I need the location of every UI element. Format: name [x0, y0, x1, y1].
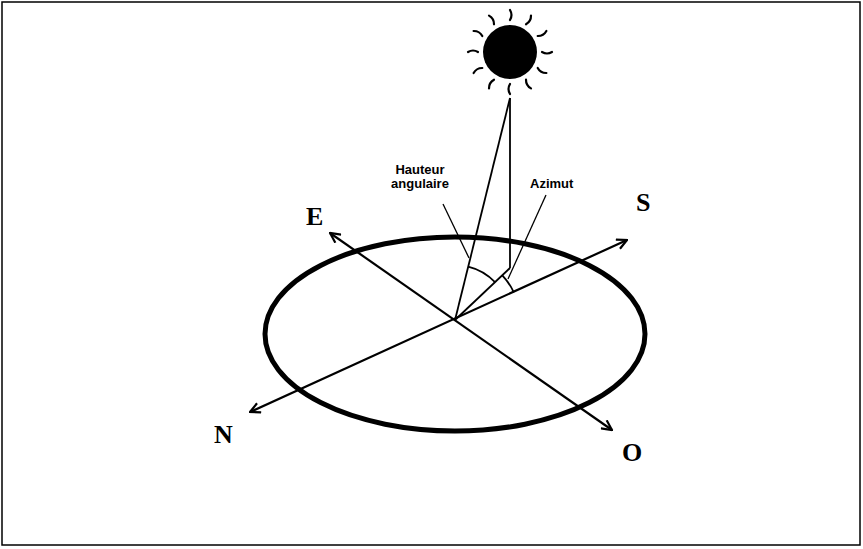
- vertical-line: [509, 98, 511, 268]
- projection-line: [455, 268, 510, 320]
- sun-ray-line: [455, 98, 510, 320]
- direction-letter: S: [636, 190, 650, 216]
- direction-letter: N: [214, 422, 233, 448]
- leader-line: [443, 204, 469, 258]
- altitude-arc: [468, 267, 495, 283]
- direction-letter: E: [306, 204, 323, 230]
- east-west-axis: [330, 233, 612, 430]
- direction-letter: O: [622, 440, 642, 466]
- horizon-circle: [265, 237, 645, 431]
- leader-line: [508, 195, 546, 279]
- angle-label: Hauteur angulaire: [378, 163, 462, 192]
- angle-label: Azimut: [530, 177, 573, 191]
- north-south-axis: [250, 240, 627, 412]
- sun-rays: [468, 10, 552, 94]
- sun-disc: [483, 25, 537, 79]
